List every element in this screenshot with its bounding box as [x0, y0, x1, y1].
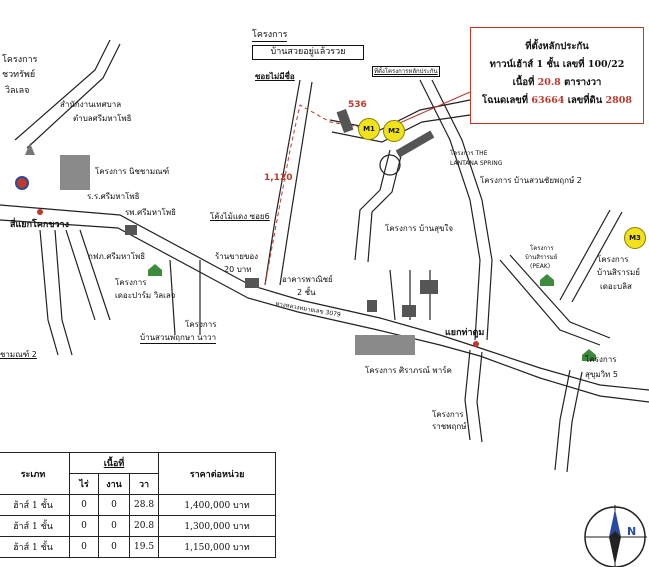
label-road-536: 536 [348, 100, 367, 110]
header-rai: ไร่ [69, 473, 99, 495]
info-area-prefix: เนื้อที่ [512, 77, 535, 88]
header-area: เนื้อที่ [68, 452, 160, 474]
cell-price: 1,150,000 บาท [158, 536, 277, 558]
info-title: ที่ตั้งหลักประกัน [525, 41, 589, 52]
cell-price: 1,400,000 บาท [158, 494, 277, 516]
label-collateral-project: ที่ตั้งโครงการหลักประกัน [372, 66, 440, 77]
compass-icon: N [584, 505, 647, 567]
label-sirarom-2: บ้านสิรารมย์ [597, 268, 640, 277]
marker-m2[interactable]: M2 [383, 120, 405, 142]
header-wa: วา [128, 473, 160, 495]
label-suan-chai: โครงการ บ้านสวนชัยพฤกษ์ 2 [480, 176, 582, 185]
label-building-2: 2 ชั้น [297, 288, 316, 297]
collateral-info-box: ที่ตั้งหลักประกัน ทาวน์เฮ้าส์ 1 ชั้น เลข… [470, 27, 644, 124]
label-rachapruk-1: โครงการ [432, 410, 464, 419]
info-area-suffix: ตารางวา [564, 77, 602, 88]
label-kfp: กฟภ.ศรีมหาโพธิ [88, 252, 146, 261]
cell-rai: 0 [69, 536, 99, 558]
label-tessaban-1: สำนักงานเทศบาล [60, 100, 122, 109]
info-deed-number: 63664 [531, 95, 565, 106]
label-peak-1: โครงการ [530, 245, 554, 252]
label-junction-thatum: แยกท่าตูม [445, 328, 485, 338]
label-nichamon: โครงการ นิชชามณฑ์ [95, 167, 170, 176]
label-shop-2: 20 บาท [224, 265, 252, 274]
marker-m3[interactable]: M3 [624, 227, 646, 249]
cell-ngan: 0 [98, 494, 130, 516]
cell-wa: 28.8 [128, 494, 160, 516]
label-siraporn: โครงการ ศิราภรณ์ พาร์ค [365, 366, 452, 375]
info-house-type: ทาวน์เฮ้าส์ 1 ชั้น เลขที่ 100/22 [489, 59, 625, 70]
info-land-number: 2808 [605, 95, 632, 106]
cell-rai: 0 [69, 494, 99, 516]
info-area-value: 20.8 [537, 77, 561, 88]
label-proj-left-2: ชวทรัพย์ [2, 70, 36, 80]
label-rachapruk-2: ราชพฤกษ์ [432, 422, 467, 431]
label-shop-1: ร้านขายของ [215, 252, 259, 261]
header-price: ราคาต่อหน่วย [158, 452, 277, 495]
cell-type: ฮ้าส์ 1 ชั้น [0, 515, 70, 537]
label-sukhumvit-2: สุขุมวิท 5 [585, 370, 619, 379]
table-row: ฮ้าส์ 1 ชั้น 0 0 19.5 1,150,000 บาท [0, 536, 277, 558]
compass-north: N [627, 525, 636, 538]
label-building-1: อาคารพาณิชย์ [282, 275, 333, 284]
label-lantana-1: โครงการ THE [450, 150, 488, 157]
label-soi-no-name: ซอยไม่มีชื่อ [255, 72, 295, 81]
label-ban-suay-1: โครงการ [252, 30, 288, 42]
label-suan-pruksa-1: โครงการ [185, 320, 217, 329]
label-proj-left-1: โครงการ [2, 55, 38, 65]
label-school: ร.ร.ศรีมหาโพธิ [87, 192, 140, 201]
table-row: ฮ้าส์ 1 ชั้น 0 0 20.8 1,300,000 บาท [0, 515, 277, 537]
label-peak-2: บ้านสิรารมย์ [525, 254, 558, 261]
label-khong-mai-daeng: โค้งไม้แดง ซอย6 [210, 212, 270, 221]
label-sirarom-3: เดอะบลิส [600, 282, 632, 291]
label-road-1120: 1,120 [264, 173, 293, 183]
marker-m1[interactable]: M1 [358, 118, 380, 140]
label-palm-1: โครงการ [115, 278, 147, 287]
cell-ngan: 0 [98, 515, 130, 537]
header-type: ระเภท [0, 452, 70, 495]
header-ngan: งาน [98, 473, 130, 495]
label-palm-2: เดอะปาร์ม วิลเลจ [115, 291, 176, 300]
label-suan-pruksa-2: บ้านสวนพฤกษา นาวา [140, 333, 217, 344]
price-table: ระเภท เนื้อที่ ราคาต่อหน่วย ไร่ งาน วา ฮ… [0, 452, 277, 558]
cell-ngan: 0 [98, 536, 130, 558]
cell-wa: 19.5 [128, 536, 160, 558]
label-tessaban-2: ตำบลศรีมหาโพธิ [73, 114, 132, 123]
info-deed-prefix: โฉนดเลขที่ [481, 95, 529, 106]
cell-price: 1,300,000 บาท [158, 515, 277, 537]
label-ban-suay-2: บ้านสวยอยู่แล้วรวย [252, 45, 364, 60]
label-ban-sook-jai: โครงการ บ้านสุขใจ [385, 224, 454, 233]
label-junction-khok-khwang: สี่แยกโคกขวาง [10, 220, 69, 230]
table-row: ฮ้าส์ 1 ชั้น 0 0 28.8 1,400,000 บาท [0, 494, 277, 516]
label-chaimon-2: ชามณฑ์ 2 [0, 350, 37, 359]
info-land-prefix: เลขที่ดิน [567, 95, 603, 106]
label-lantana-2: LANTANA SPRING [450, 160, 503, 167]
label-proj-left-3: วิลเลจ [5, 86, 30, 96]
cell-wa: 20.8 [128, 515, 160, 537]
cell-type: ฮ้าส์ 1 ชั้น [0, 494, 70, 516]
label-sirarom-1: โครงการ [597, 255, 629, 264]
label-hospital: รพ.ศรีมหาโพธิ [125, 208, 176, 217]
label-sukhumvit-1: โครงการ [585, 355, 617, 364]
label-peak-3: (PEAK) [530, 263, 551, 270]
cell-rai: 0 [69, 515, 99, 537]
cell-type: ฮ้าส์ 1 ชั้น [0, 536, 70, 558]
